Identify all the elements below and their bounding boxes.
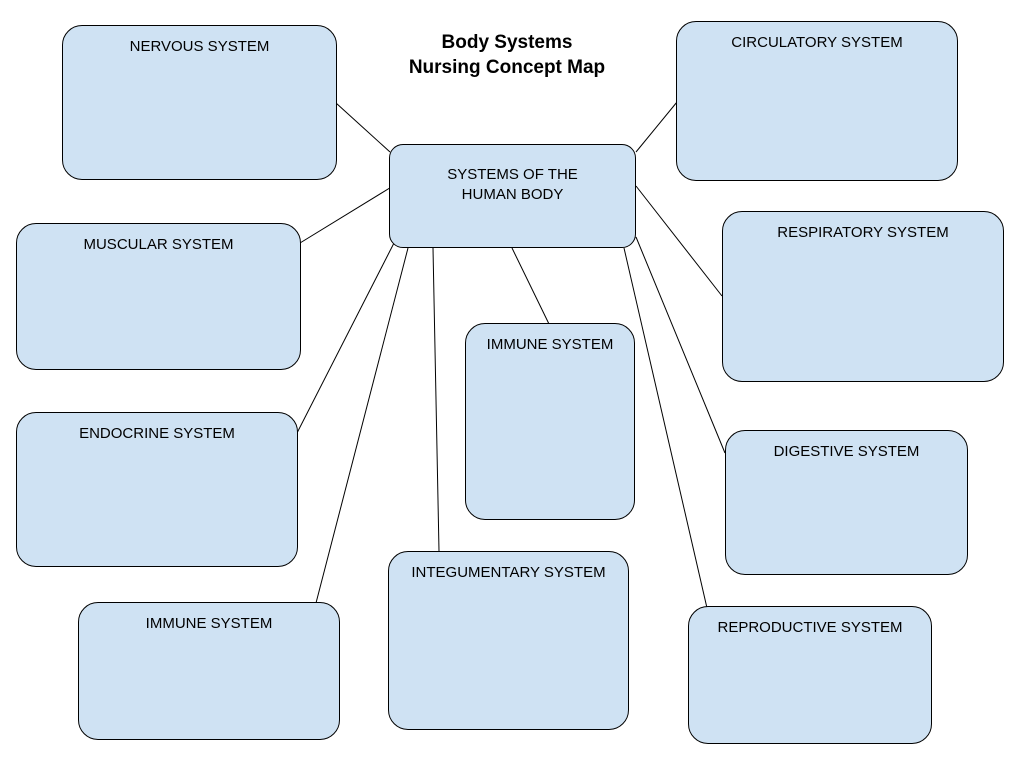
connector-endocrine	[296, 242, 395, 434]
node-reproductive-system: REPRODUCTIVE SYSTEM	[688, 606, 932, 744]
node-respiratory-system: RESPIRATORY SYSTEM	[722, 211, 1004, 382]
node-immune-system-bottom: IMMUNE SYSTEM	[78, 602, 340, 740]
node-label: IMMUNE SYSTEM	[145, 615, 273, 632]
center-node-line-2: HUMAN BODY	[461, 186, 564, 203]
node-label: NERVOUS SYSTEM	[129, 38, 270, 55]
center-node: SYSTEMS OF THE HUMAN BODY	[389, 144, 636, 248]
connector-circulatory	[635, 101, 678, 153]
node-circulatory-system: CIRCULATORY SYSTEM	[676, 21, 958, 181]
connector-respiratory	[635, 185, 723, 297]
connector-immune-center	[511, 247, 550, 325]
node-endocrine-system: ENDOCRINE SYSTEM	[16, 412, 298, 567]
node-label: IMMUNE SYSTEM	[486, 336, 614, 353]
node-label: MUSCULAR SYSTEM	[83, 236, 234, 253]
center-node-line-1: SYSTEMS OF THE	[447, 166, 578, 183]
connector-integumentary	[432, 247, 440, 552]
node-label: CIRCULATORY SYSTEM	[731, 34, 903, 51]
connector-nervous	[335, 102, 391, 153]
node-label: RESPIRATORY SYSTEM	[777, 224, 949, 241]
node-digestive-system: DIGESTIVE SYSTEM	[725, 430, 968, 575]
node-label: REPRODUCTIVE SYSTEM	[717, 619, 903, 636]
title-line-1: Body Systems	[441, 32, 573, 53]
connector-immune-bottom	[315, 247, 409, 604]
node-immune-system-center: IMMUNE SYSTEM	[465, 323, 635, 520]
diagram-title: Body Systems Nursing Concept Map	[372, 30, 642, 80]
node-integumentary-system: INTEGUMENTARY SYSTEM	[388, 551, 629, 730]
node-label: DIGESTIVE SYSTEM	[773, 443, 920, 460]
node-muscular-system: MUSCULAR SYSTEM	[16, 223, 301, 370]
connector-reproductive	[623, 247, 708, 609]
node-label: INTEGUMENTARY SYSTEM	[411, 564, 606, 581]
node-nervous-system: NERVOUS SYSTEM	[62, 25, 337, 180]
title-line-2: Nursing Concept Map	[408, 57, 606, 78]
node-label: ENDOCRINE SYSTEM	[79, 425, 235, 442]
connector-muscular	[299, 185, 394, 244]
connector-digestive	[635, 236, 726, 454]
